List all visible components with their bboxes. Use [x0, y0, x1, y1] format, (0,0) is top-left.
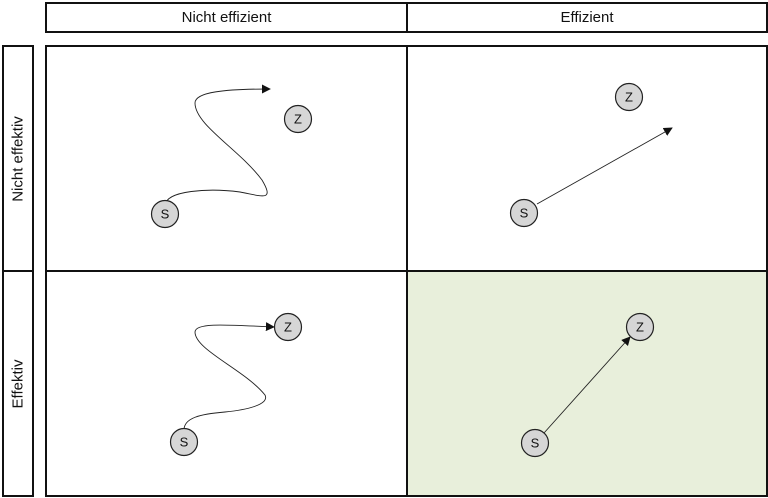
column-header-label: Nicht effizient: [181, 9, 272, 26]
row-header-label: Effektiv: [9, 359, 27, 408]
cell-not-efficient-not-effective: [45, 45, 408, 272]
column-header-label: Effizient: [560, 9, 614, 26]
row-header-label: Nicht effektiv: [9, 115, 27, 202]
column-header-nicht-effizient: Nicht effizient: [45, 2, 408, 33]
cell-efficient-effective: [406, 270, 768, 497]
cell-efficient-not-effective: [406, 45, 768, 272]
column-header-effizient: Effizient: [406, 2, 768, 33]
cell-not-efficient-effective: [45, 270, 408, 497]
row-header-effektiv: Effektiv: [2, 270, 34, 497]
row-header-nicht-effektiv: Nicht effektiv: [2, 45, 34, 272]
